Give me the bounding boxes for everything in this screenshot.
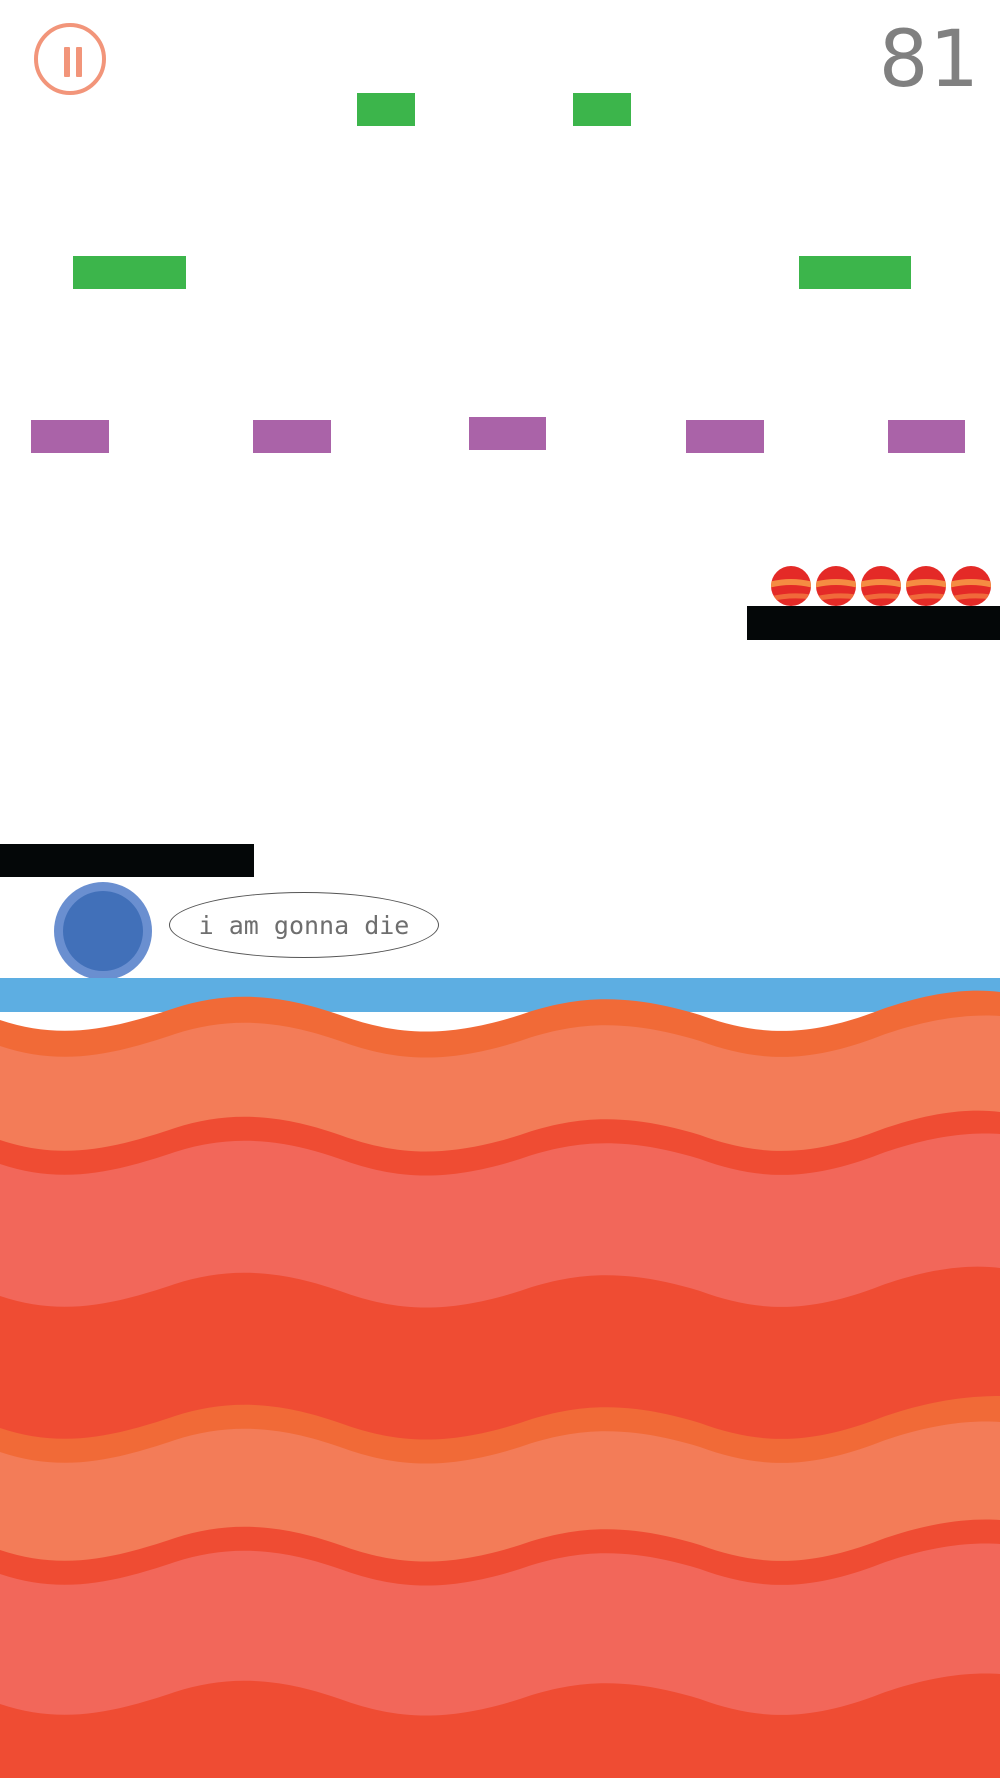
red-ball — [771, 566, 811, 606]
lava-waves — [0, 990, 1000, 1778]
ledge-platform-left — [0, 844, 254, 877]
score-counter: 81 — [878, 15, 980, 105]
purple-platform — [469, 417, 546, 450]
player-ball[interactable] — [54, 882, 152, 980]
pause-icon-bar — [76, 47, 82, 77]
player-ball-core — [63, 891, 143, 971]
lava-layer — [0, 1673, 1000, 1778]
green-platform — [799, 256, 911, 289]
speech-bubble: i am gonna die — [169, 892, 439, 958]
red-ball — [906, 566, 946, 606]
purple-platform — [888, 420, 965, 453]
pause-button[interactable] — [34, 23, 106, 95]
pause-icon — [64, 47, 70, 77]
red-ball — [951, 566, 991, 606]
red-ball — [816, 566, 856, 606]
green-platform — [357, 93, 415, 126]
green-platform — [73, 256, 186, 289]
ledge-platform-right — [747, 606, 1000, 640]
red-ball — [861, 566, 901, 606]
purple-platform — [31, 420, 109, 453]
green-platform — [573, 93, 631, 126]
water-surface — [0, 978, 1000, 1012]
purple-platform — [253, 420, 331, 453]
purple-platform — [686, 420, 764, 453]
speech-text: i am gonna die — [198, 910, 410, 940]
